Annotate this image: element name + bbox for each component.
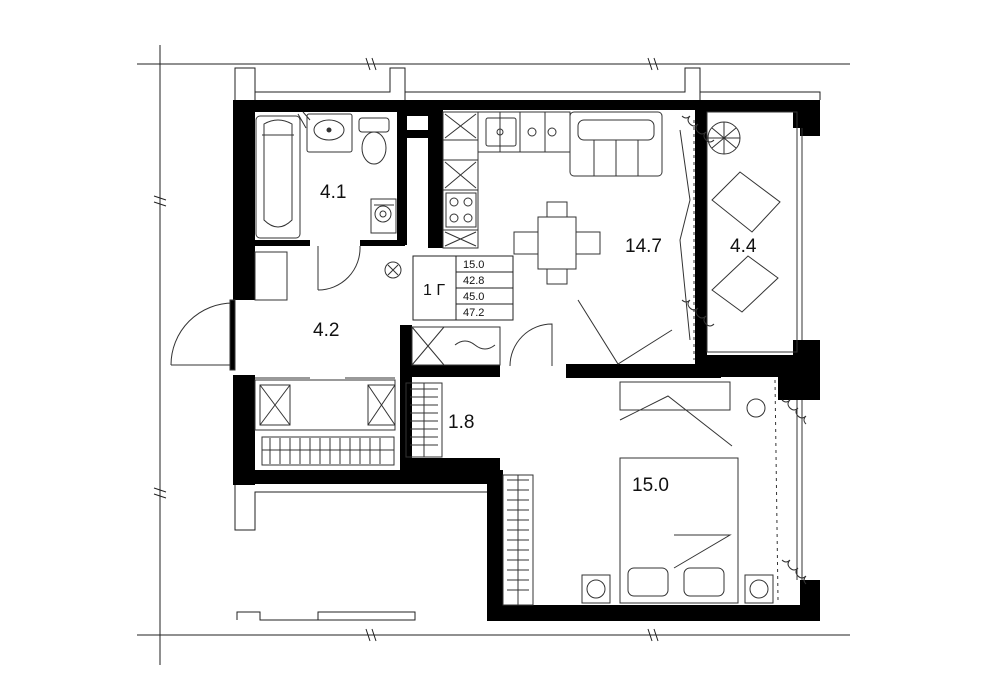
curtains-bedroom [774, 379, 807, 601]
storage-shelves [405, 382, 443, 458]
bathtub [255, 111, 311, 239]
apartment-info-block: 1 Г 15.0 42.8 45.0 47.2 [412, 255, 514, 321]
balcony-chairs [711, 171, 781, 313]
kitchen-sink [485, 117, 557, 147]
outline-lines [234, 67, 821, 621]
entrance-door [170, 299, 236, 371]
room-area-storage: 1.8 [448, 412, 474, 433]
area-value: 47.2 [463, 307, 484, 319]
sofa [569, 111, 663, 177]
dimension-lines [137, 45, 850, 665]
balcony-plant [707, 121, 741, 155]
hall-wardrobe [254, 377, 396, 466]
room-area-kitchen-living: 14.7 [625, 236, 662, 257]
walls [233, 100, 820, 621]
washbasin [306, 113, 353, 153]
ceiling-lamp-icon [384, 261, 402, 279]
apartment-type: 1 Г [423, 282, 445, 299]
bathroom-door [317, 245, 361, 291]
bedroom-wardrobe [502, 474, 534, 606]
cooktop [445, 192, 477, 228]
kitchen-counter [442, 111, 571, 249]
hall-cabinet [254, 251, 501, 366]
room-area-bedroom: 15.0 [632, 475, 669, 496]
living-doors [577, 120, 695, 365]
area-value: 45.0 [463, 291, 484, 303]
dining-table [513, 201, 601, 285]
area-value: 42.8 [463, 275, 484, 287]
room-area-bathroom: 4.1 [320, 182, 346, 203]
balcony-outline [706, 111, 803, 353]
kitchen-door [509, 323, 553, 367]
area-value: 15.0 [463, 259, 484, 271]
curtains-living [681, 115, 715, 327]
washing-machine [370, 198, 397, 234]
room-area-hall: 4.2 [313, 320, 339, 341]
toilet [358, 117, 390, 165]
bed [619, 395, 739, 604]
bedside-tables [581, 574, 774, 604]
bedroom-desk [619, 381, 766, 418]
room-area-balcony: 4.4 [730, 236, 757, 257]
